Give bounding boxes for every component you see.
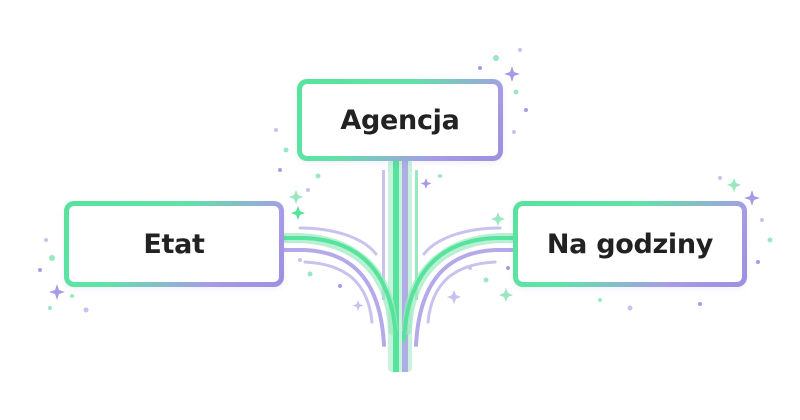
node-etat-label: Etat (143, 228, 205, 260)
node-na-godziny-label: Na godziny (546, 228, 714, 260)
sparkles (38, 48, 773, 313)
node-etat: Etat (64, 201, 284, 287)
sparkle-icon (289, 190, 303, 204)
sparkle-icon (504, 66, 520, 82)
sparkle-icon (49, 284, 65, 300)
sparkle-icon (727, 178, 741, 192)
branch-left (277, 226, 398, 347)
node-na-godziny: Na godziny (513, 201, 747, 287)
sparkle-icon (420, 178, 432, 189)
sparkle-icon (499, 288, 513, 302)
sparkle-icon (352, 300, 364, 311)
node-agencja-label: Agencja (340, 104, 460, 136)
sparkle-icon (744, 190, 760, 206)
sparkle-icon (491, 212, 505, 226)
sparkle-icon (291, 206, 305, 220)
sparkle-icon (447, 290, 461, 304)
trunk (382, 160, 418, 372)
node-agencja: Agencja (297, 79, 503, 161)
branch-right (402, 226, 523, 347)
